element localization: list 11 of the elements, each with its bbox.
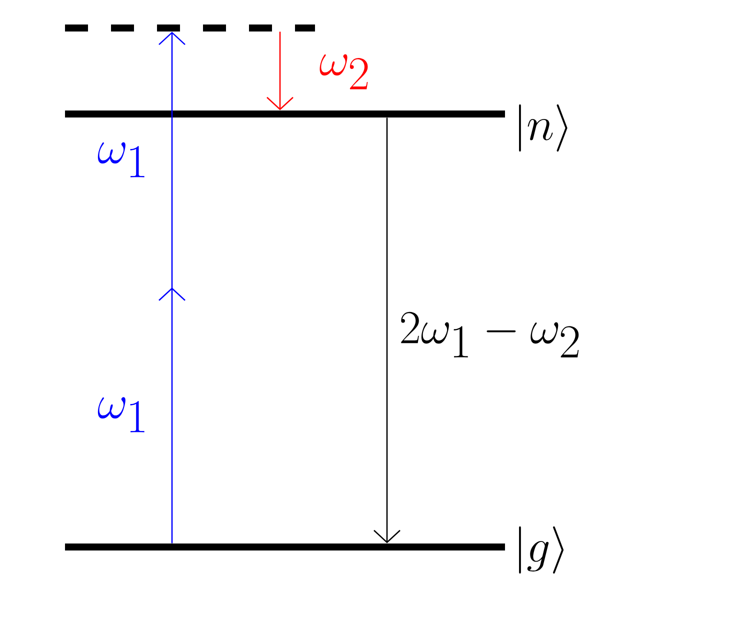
node-label: $|g\rangle$: [519, 526, 564, 574]
edge-label: $\omega_1$: [98, 142, 144, 178]
virtual-level: [65, 24, 315, 32]
edge-label: $\omega_2$: [320, 54, 368, 90]
arrow: [374, 118, 400, 544]
arrow: [266, 32, 294, 110]
photon-label: $\omega_1$: [98, 397, 144, 432]
arrow: [158, 32, 186, 544]
energy-level: $|g\rangle$: [65, 526, 564, 574]
edge-label: $2\omega_1 - \omega_2$: [401, 312, 579, 358]
node-label: $|n\rangle$: [519, 104, 568, 152]
